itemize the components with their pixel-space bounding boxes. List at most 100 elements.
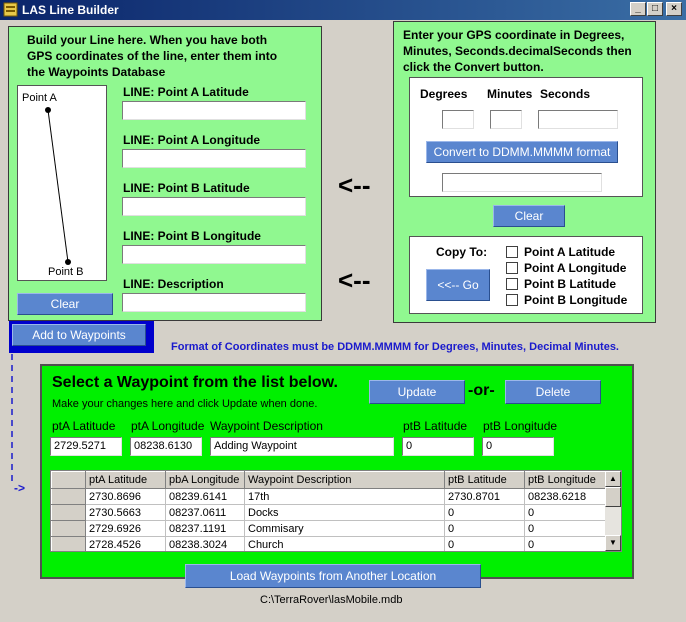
row-selector[interactable] <box>51 536 86 551</box>
add-to-waypoints-button[interactable]: Add to Waypoints <box>12 324 146 346</box>
table-cell[interactable]: 0 <box>524 536 608 551</box>
table-cell[interactable]: Docks <box>244 504 445 521</box>
scroll-thumb[interactable] <box>605 487 621 507</box>
table-vertical-scrollbar[interactable]: ▲ ▼ <box>605 471 621 551</box>
edit-pta-longitude-label: ptA Longitude <box>131 419 205 433</box>
table-cell[interactable]: 08237.1191 <box>165 520 245 537</box>
waypoint-panel-title: Select a Waypoint from the list below. <box>52 374 338 391</box>
copy-point-b-latitude-label: Point B Latitude <box>524 277 616 291</box>
edit-pta-latitude-input[interactable]: 2729.5271 <box>50 437 122 456</box>
row-selector[interactable] <box>51 504 86 521</box>
column-header[interactable]: ptB Longitude <box>524 471 608 489</box>
line-diagram-graphic <box>45 107 71 265</box>
description-label: LINE: Description <box>123 277 224 291</box>
maximize-button[interactable]: □ <box>647 2 663 16</box>
description-input[interactable] <box>122 293 306 312</box>
line-diagram: Point A Point B <box>17 85 107 281</box>
line-builder-panel: Build your Line here. When you have both… <box>8 26 322 321</box>
edit-ptb-longitude-label: ptB Longitude <box>483 419 558 433</box>
point-a-latitude-label: LINE: Point A Latitude <box>123 85 249 99</box>
table-header-row: ptA Latitude pbA Longitude Waypoint Desc… <box>51 471 608 489</box>
row-selector[interactable] <box>51 488 86 505</box>
point-b-longitude-label: LINE: Point B Longitude <box>123 229 261 243</box>
table-cell[interactable]: 0 <box>444 536 525 551</box>
point-b-latitude-input[interactable] <box>122 197 306 216</box>
degrees-label: Degrees <box>420 87 468 101</box>
table-cell[interactable]: Church <box>244 536 445 551</box>
copy-point-b-longitude-checkbox[interactable] <box>506 294 518 306</box>
edit-description-label: Waypoint Description <box>210 419 323 433</box>
arrow-to-line-panel-1: <-- <box>338 170 371 200</box>
table-cell[interactable]: 0 <box>444 520 525 537</box>
table-cell[interactable]: 2728.4526 <box>85 536 166 551</box>
table-cell[interactable]: 08238.3024 <box>165 536 245 551</box>
minimize-button[interactable]: _ <box>630 2 646 16</box>
seconds-input[interactable] <box>538 110 618 129</box>
converted-result-input[interactable] <box>442 173 602 192</box>
table-cell[interactable]: 2730.8696 <box>85 488 166 505</box>
go-button[interactable]: <<-- Go <box>426 269 490 301</box>
column-header[interactable]: ptB Latitude <box>444 471 525 489</box>
point-b-longitude-input[interactable] <box>122 245 306 264</box>
point-a-latitude-input[interactable] <box>122 101 306 120</box>
point-a-longitude-label: LINE: Point A Longitude <box>123 133 261 147</box>
copy-point-a-latitude-checkbox[interactable] <box>506 246 518 258</box>
table-row[interactable]: 2729.6926 08237.1191 Commisary 0 0 <box>51 520 608 537</box>
table-cell[interactable]: 08239.6141 <box>165 488 245 505</box>
table-cell[interactable]: 2730.8701 <box>444 488 525 505</box>
waypoint-panel-subtitle: Make your changes here and click Update … <box>52 398 318 410</box>
table-cell[interactable]: 2730.5663 <box>85 504 166 521</box>
seconds-label: Seconds <box>540 87 591 101</box>
row-header-corner <box>51 471 86 489</box>
line-instructions-3: the Waypoints Database <box>27 65 166 79</box>
edit-ptb-latitude-label: ptB Latitude <box>403 419 468 433</box>
table-cell[interactable]: 0 <box>524 520 608 537</box>
load-waypoints-button[interactable]: Load Waypoints from Another Location <box>185 564 481 588</box>
gps-converter-panel: Enter your GPS coordinate in Degrees, Mi… <box>393 21 656 323</box>
table-cell[interactable]: 0 <box>444 504 525 521</box>
point-a-longitude-input[interactable] <box>122 149 306 168</box>
convert-box: Degrees Minutes Seconds Convert to DDMM.… <box>409 77 643 197</box>
table-cell[interactable]: 08237.0611 <box>165 504 245 521</box>
table-cell[interactable]: 2729.6926 <box>85 520 166 537</box>
scroll-up-icon[interactable]: ▲ <box>605 471 621 487</box>
window-title: LAS Line Builder <box>22 3 119 17</box>
update-button[interactable]: Update <box>369 380 465 404</box>
gps-clear-button[interactable]: Clear <box>493 205 565 227</box>
edit-pta-longitude-input[interactable]: 08238.6130 <box>130 437 202 456</box>
edit-ptb-longitude-input[interactable]: 0 <box>482 437 554 456</box>
table-row[interactable]: 2730.8696 08239.6141 17th 2730.8701 0823… <box>51 488 608 505</box>
line-instructions-1: Build your Line here. When you have both <box>27 33 268 47</box>
title-bar: LAS Line Builder _ □ × <box>0 0 686 20</box>
minutes-input[interactable] <box>490 110 522 129</box>
edit-ptb-latitude-input[interactable]: 0 <box>402 437 474 456</box>
degrees-input[interactable] <box>442 110 474 129</box>
table-cell[interactable]: Commisary <box>244 520 445 537</box>
close-button[interactable]: × <box>666 2 682 16</box>
row-selector[interactable] <box>51 520 86 537</box>
copy-point-b-latitude-checkbox[interactable] <box>506 278 518 290</box>
table-cell[interactable]: 17th <box>244 488 445 505</box>
table-row[interactable]: 2730.5663 08237.0611 Docks 0 0 <box>51 504 608 521</box>
column-header[interactable]: Waypoint Description <box>244 471 445 489</box>
line-instructions-2: GPS coordinates of the line, enter them … <box>27 49 278 63</box>
gps-instructions-2: Minutes, Seconds.decimalSeconds then <box>403 44 632 58</box>
waypoint-table[interactable]: ptA Latitude pbA Longitude Waypoint Desc… <box>50 470 622 552</box>
copy-to-box: Copy To: <<-- Go Point A Latitude Point … <box>409 236 643 314</box>
convert-button[interactable]: Convert to DDMM.MMMM format <box>426 141 618 163</box>
table-cell[interactable]: 0 <box>524 504 608 521</box>
column-header[interactable]: ptA Latitude <box>85 471 166 489</box>
line-clear-button[interactable]: Clear <box>17 293 113 315</box>
database-path: C:\TerraRover\lasMobile.mdb <box>260 594 403 606</box>
edit-description-input[interactable]: Adding Waypoint <box>210 437 394 456</box>
table-row[interactable]: 2728.4526 08238.3024 Church 0 0 <box>51 536 608 551</box>
copy-point-a-longitude-checkbox[interactable] <box>506 262 518 274</box>
column-header[interactable]: pbA Longitude <box>165 471 245 489</box>
copy-to-label: Copy To: <box>436 245 488 259</box>
delete-button[interactable]: Delete <box>505 380 601 404</box>
scroll-down-icon[interactable]: ▼ <box>605 535 621 551</box>
table-cell[interactable]: 08238.6218 <box>524 488 608 505</box>
edit-pta-latitude-label: ptA Latitude <box>52 419 116 433</box>
gps-instructions-1: Enter your GPS coordinate in Degrees, <box>403 28 625 42</box>
copy-point-b-longitude-label: Point B Longitude <box>524 293 628 307</box>
